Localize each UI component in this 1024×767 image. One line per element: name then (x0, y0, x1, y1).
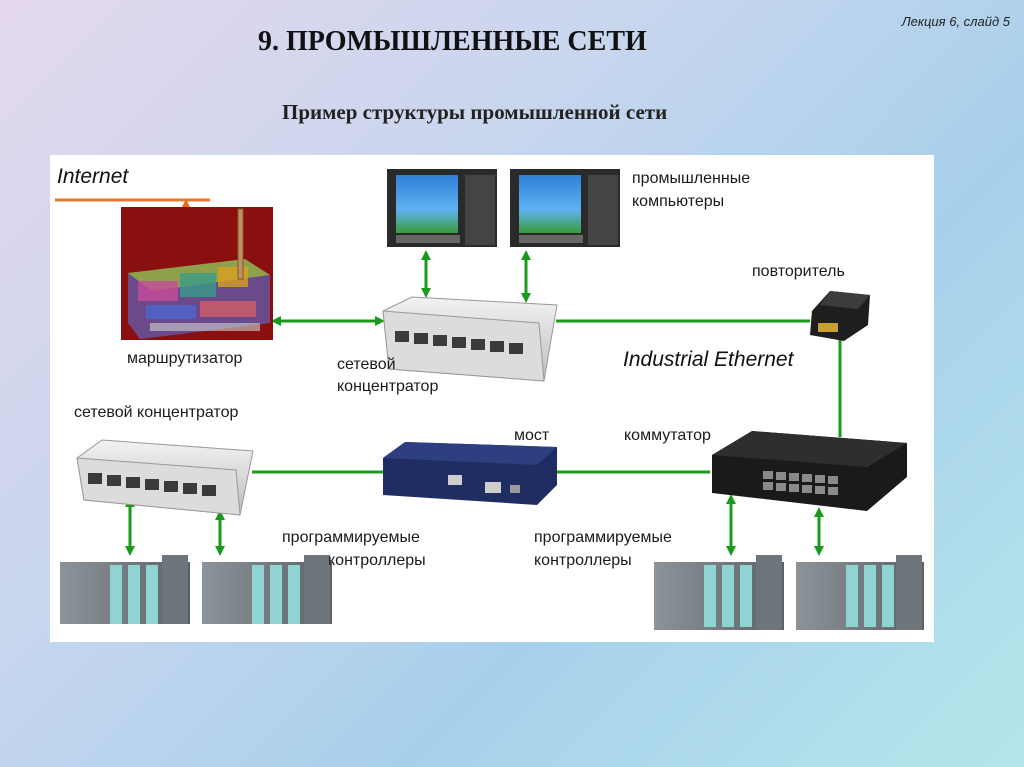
slide-title: 9. ПРОМЫШЛЕННЫЕ СЕТИ (258, 26, 647, 57)
label-pcs-line1: промышленные (632, 170, 751, 187)
plc-rack-3 (654, 555, 784, 630)
plc-rack-4 (796, 555, 924, 630)
label-pcs-line2: компьютеры (632, 193, 725, 210)
slide-subtitle: Пример структуры промышленной сети (282, 100, 668, 124)
plc-rack-2 (202, 555, 332, 624)
label-plc-left-line1: программируемые (282, 529, 420, 546)
label-plc-left-line2: контроллеры (328, 552, 426, 569)
label-hub-top-line2: концентратор (337, 378, 439, 395)
switch-device (712, 431, 907, 511)
bridge-device (383, 442, 557, 505)
repeater-device (810, 291, 870, 341)
industrial-pc-2 (510, 169, 620, 247)
industrial-pc-1 (387, 169, 497, 247)
network-diagram (55, 169, 924, 630)
router-image (121, 207, 273, 340)
hub-top (382, 296, 558, 382)
label-repeater: повторитель (752, 263, 845, 280)
label-hub-bottom: сетевой концентратор (74, 404, 239, 421)
label-bridge: мост (514, 427, 550, 444)
lecture-note: Лекция 6, слайд 5 (901, 14, 1010, 29)
label-hub-top-line1: сетевой (337, 356, 396, 373)
label-internet: Internet (57, 165, 129, 188)
plc-rack-1 (60, 555, 190, 624)
diagram-panel: Internet маршрутизатор сетевой концентра… (50, 155, 934, 642)
hub-bottom (76, 439, 254, 516)
label-plc-right-line2: контроллеры (534, 552, 632, 569)
label-switch: коммутатор (624, 427, 711, 444)
label-plc-right-line1: программируемые (534, 529, 672, 546)
label-router: маршрутизатор (127, 350, 243, 367)
label-industrial-ethernet: Industrial Ethernet (623, 348, 794, 371)
